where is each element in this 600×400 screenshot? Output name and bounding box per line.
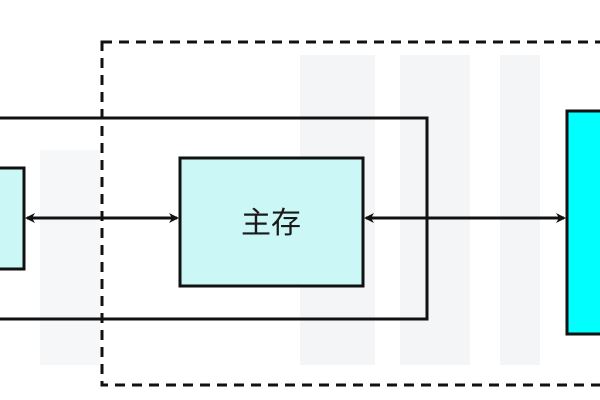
main-memory-label: 主存 bbox=[241, 206, 301, 241]
watermark-shapes bbox=[40, 55, 540, 365]
watermark-block bbox=[500, 55, 540, 365]
left-box bbox=[0, 166, 26, 271]
watermark-block bbox=[400, 55, 470, 365]
watermark-block bbox=[40, 150, 100, 365]
main-memory-box bbox=[178, 156, 365, 288]
right-box bbox=[565, 109, 600, 336]
